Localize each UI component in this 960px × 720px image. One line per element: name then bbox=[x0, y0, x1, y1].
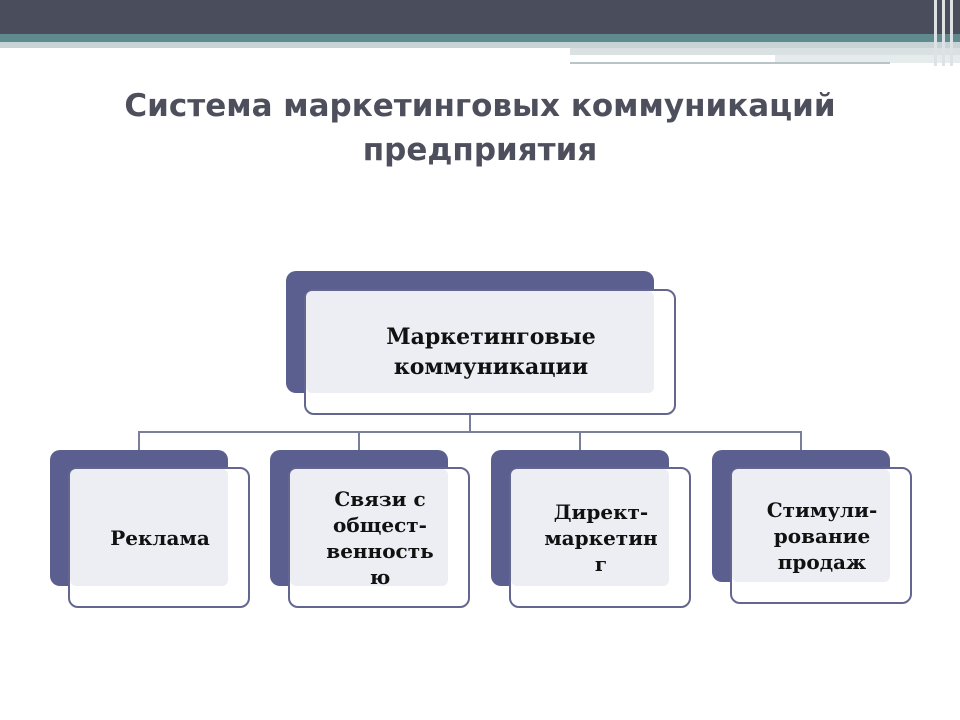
child-node-label: Директ- маркетин г bbox=[544, 499, 658, 576]
header-bar-light-step2 bbox=[775, 55, 960, 63]
child-node-label: Стимули- рование продаж bbox=[766, 497, 878, 574]
child-node-fill bbox=[732, 469, 890, 582]
slide-title-line1: Система маркетинговых коммуникаций bbox=[124, 88, 836, 124]
root-node-fill bbox=[306, 291, 654, 393]
root-node-label: Маркетинговые коммуникации bbox=[386, 324, 596, 380]
header-stripe bbox=[934, 0, 937, 66]
child-node-label: Реклама bbox=[110, 525, 210, 550]
child-node-fill bbox=[70, 469, 228, 586]
header-stripe bbox=[942, 0, 945, 66]
child-node-label: Связи с общест- венность ю bbox=[326, 486, 434, 589]
header-bar-light bbox=[0, 42, 960, 48]
header-bar-light-step bbox=[570, 48, 960, 55]
header-bar-dark bbox=[0, 0, 960, 34]
child-node-fill bbox=[290, 469, 448, 586]
slide-title: Система маркетинговых коммуникаций предп… bbox=[80, 84, 880, 172]
header-accent-line bbox=[570, 62, 890, 64]
header-stripe bbox=[950, 0, 953, 66]
slide-title-line2: предприятия bbox=[362, 132, 598, 168]
child-node-fill bbox=[511, 469, 669, 586]
header-bar-teal bbox=[0, 34, 960, 42]
